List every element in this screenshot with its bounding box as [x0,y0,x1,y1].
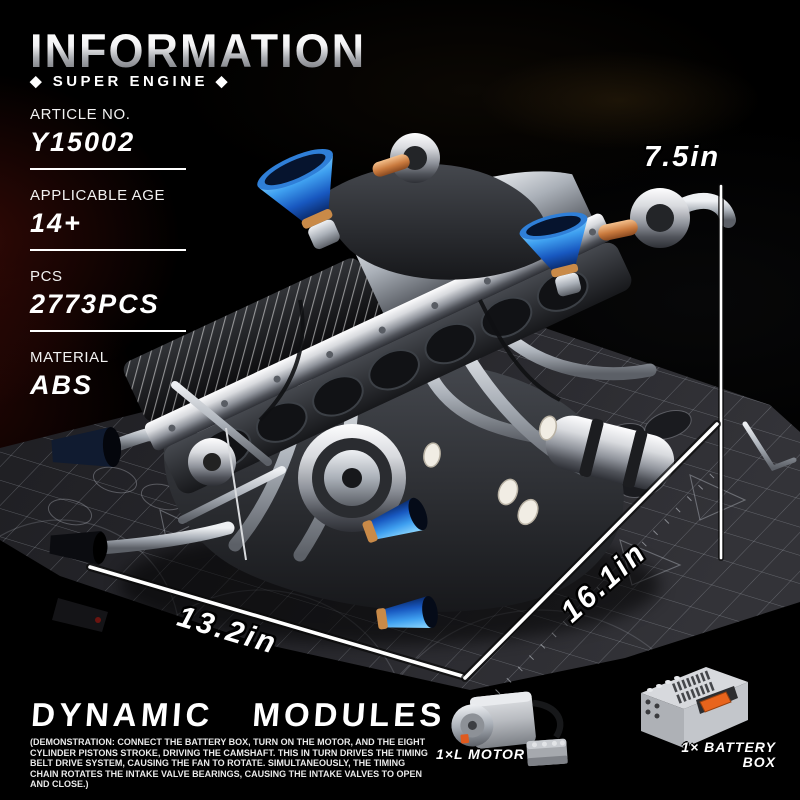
battery-studs [647,676,680,692]
support-wire [225,427,247,561]
front-pulley [188,438,236,486]
divider [30,330,186,332]
divider [30,168,186,170]
hex-key-tool [742,421,797,472]
dimension-lines [86,183,724,682]
battery-box-image [641,667,749,756]
turbocharger-top [372,133,440,183]
exhaust-tip-dark-1 [51,427,122,467]
battery-vents [672,670,715,704]
spec-value: 14+ [30,208,82,238]
ceramic-springs [423,415,558,526]
spec-value: 2773PCS [30,289,160,319]
page-subtitle: ◆ SUPER ENGINE ◆ [30,73,231,90]
muffler [545,415,675,490]
spec-label: MATERIAL [30,349,109,366]
engine-wires [258,299,561,422]
spec-label: APPLICABLE AGE [30,187,166,204]
width-dimension-line [88,565,464,678]
divider [30,249,186,251]
battery-switch [699,691,732,713]
spec-value: Y15002 [30,127,136,157]
depth-dimension-line [463,422,719,680]
spec-label: ARTICLE NO. [30,106,131,123]
spec-label: PCS [30,268,63,285]
spec-age: APPLICABLE AGE 14+ [30,187,230,251]
height-dimension-label: 7.5in [644,141,721,173]
motor-connector [526,738,568,767]
spec-pcs: PCS 2773PCS [30,268,230,332]
battery-pin-holes [645,699,660,719]
dark-tool [52,598,108,632]
l-motor-image [451,691,568,775]
spec-list: ARTICLE NO. Y15002 APPLICABLE AGE 14+ PC… [30,106,230,400]
page-title: INFORMATION [30,24,367,78]
dynamic-modules-heading: DYNAMIC MODULES [30,696,447,733]
turbo-front [298,424,406,532]
spec-article-no: ARTICLE NO. Y15002 [30,106,230,170]
battery-box-label: 1× BATTERY BOX [681,739,776,770]
turbocharger-right [598,188,736,248]
spec-value: ABS [30,370,94,400]
exhaust-tip-dark-2 [49,531,108,565]
strut-rods [171,381,286,524]
motor-label: 1×L MOTOR [436,746,526,762]
spec-material: MATERIAL ABS [30,349,230,400]
dynamic-modules-description: (DEMONSTRATION: CONNECT THE BATTERY BOX,… [30,737,428,789]
